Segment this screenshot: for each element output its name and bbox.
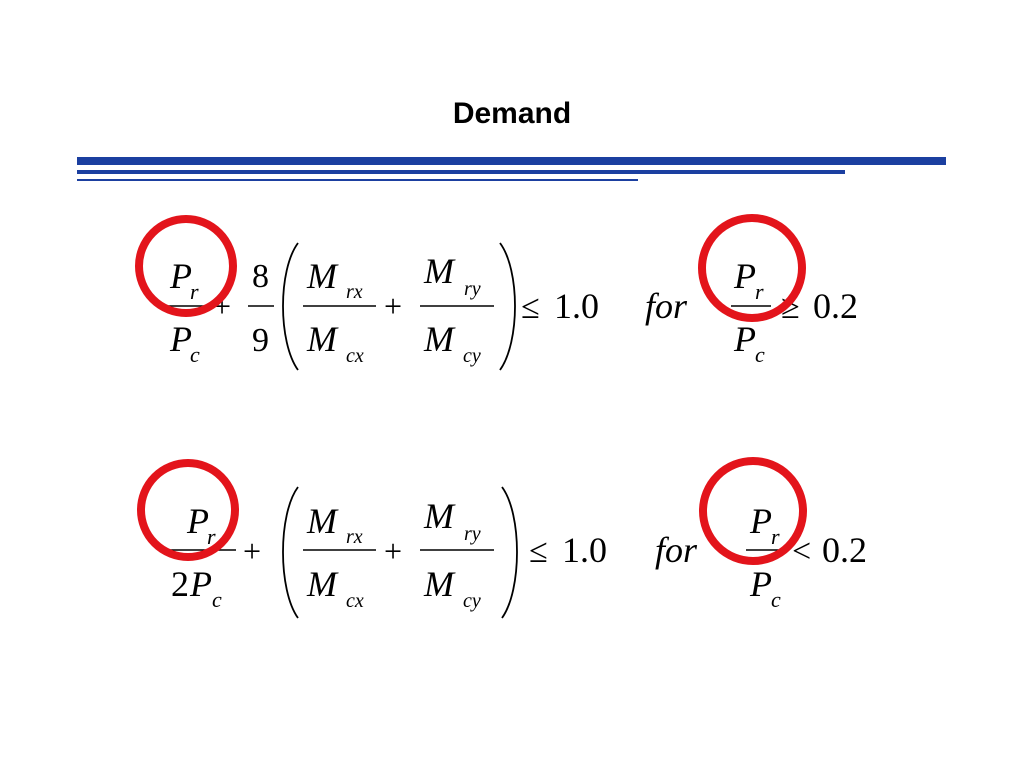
eq1-right-paren — [499, 242, 516, 371]
eq1-leq: ≤ — [521, 289, 540, 326]
eq2-highlight-circle-left — [137, 459, 239, 561]
eq1-mrx-sub: rx — [346, 281, 363, 303]
eq1-left-paren — [282, 242, 299, 371]
eq1-cond-pr: P — [733, 256, 756, 296]
eq1-cond-pc: P — [733, 319, 756, 359]
eq1-nine: 9 — [252, 322, 269, 359]
eq2-pr: P — [186, 501, 209, 541]
eq2-mrx-sub: rx — [346, 526, 363, 548]
eq1-eight: 8 — [252, 258, 269, 295]
eq2-cond-pr-sub: r — [771, 524, 780, 549]
eq2-cond-pc-sub: c — [771, 587, 781, 612]
eq2-mry-sub: ry — [464, 523, 481, 545]
eq1-mrx: M — [306, 256, 339, 296]
slide-title: Demand — [452, 97, 572, 130]
eq2-mrx: M — [306, 501, 339, 541]
eq1-pr: P — [169, 256, 192, 296]
eq2-pr-sub: r — [207, 524, 216, 549]
eq1-highlight-circle-left — [135, 215, 237, 317]
eq2-plus-2: + — [384, 533, 402, 569]
eq1-for: for — [645, 286, 688, 326]
eq1-cond-pr-sub: r — [755, 279, 764, 304]
eq1-cond-val: 0.2 — [813, 286, 858, 326]
title-rule-thin — [77, 179, 638, 181]
eq1-mry: M — [423, 251, 456, 291]
eq1-pc-sub: c — [190, 342, 200, 367]
eq1-mcx-sub: cx — [346, 345, 364, 367]
eq2-cond-pr: P — [749, 501, 772, 541]
title-rule-medium — [77, 170, 845, 174]
eq1-mcy: M — [423, 319, 456, 359]
eq1-pc: P — [169, 319, 192, 359]
eq1-cond-pc-sub: c — [755, 342, 765, 367]
eq2-mry: M — [423, 496, 456, 536]
eq1-limit: 1.0 — [554, 286, 599, 326]
eq2-mcx-sub: cx — [346, 590, 364, 612]
eq2-leq: ≤ — [529, 533, 548, 570]
eq1-plus-2: + — [384, 288, 402, 324]
eq2-mcx: M — [306, 564, 339, 604]
eq2-two: 2 — [171, 564, 189, 604]
eq1-mcx: M — [306, 319, 339, 359]
eq1-mcy-sub: cy — [463, 345, 481, 367]
eq2-pc: P — [189, 564, 212, 604]
eq2-right-paren — [501, 486, 518, 619]
eq2-limit: 1.0 — [562, 530, 607, 570]
eq1-pr-sub: r — [190, 279, 199, 304]
eq2-left-paren — [282, 486, 299, 619]
eq2-mcy: M — [423, 564, 456, 604]
eq2-mcy-sub: cy — [463, 590, 481, 612]
eq2-cond-val: 0.2 — [822, 530, 867, 570]
eq1-highlight-circle-right — [698, 214, 806, 322]
title-rule-thick — [77, 157, 946, 165]
eq2-for: for — [655, 530, 698, 570]
eq1-mry-sub: ry — [464, 278, 481, 300]
eq2-highlight-circle-right — [699, 457, 807, 565]
eq2-plus-1: + — [243, 533, 261, 569]
eq2-cond-pc: P — [749, 564, 772, 604]
eq2-pc-sub: c — [212, 587, 222, 612]
